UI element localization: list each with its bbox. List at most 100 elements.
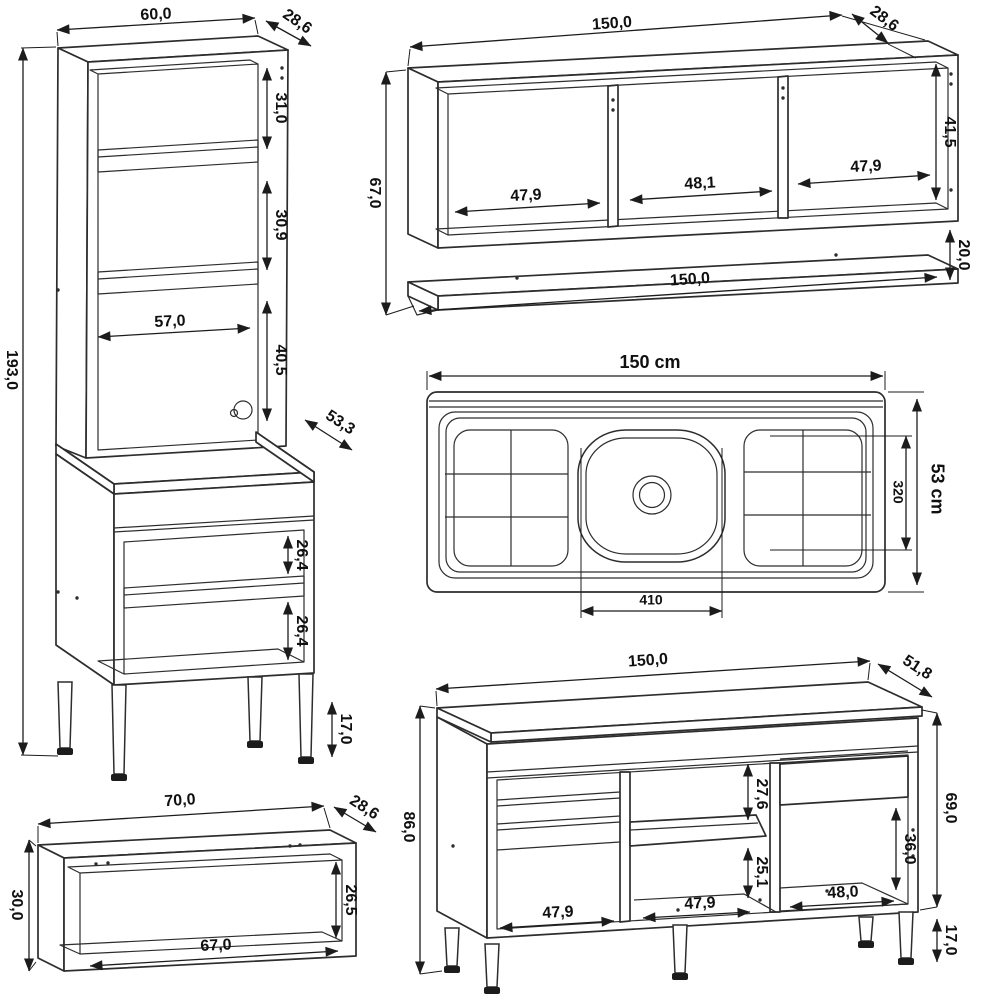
dim-wall-section-middle: 48,1 — [629, 174, 773, 205]
dim-sink-width: 150 cm — [426, 352, 886, 390]
base-middle-shelf — [629, 814, 767, 847]
base-counter-left-end — [436, 707, 492, 743]
dim-low-inner-height: 26,5 — [330, 861, 359, 939]
dim-tall-inner-width: 57,0 — [97, 312, 251, 342]
dim-label-base-section-middle: 47,9 — [684, 894, 716, 913]
dim-label-low-depth: 28,6 — [346, 792, 381, 823]
dim-wall-inner-height: 41,5 — [930, 63, 958, 201]
dim-label-wall-shelf-gap: 20,0 — [955, 239, 972, 270]
base-rail-lines — [486, 745, 919, 779]
dim-label-tall-top-section: 31,0 — [272, 92, 289, 123]
base-drawer-rail — [779, 750, 909, 760]
dim-tall-height: 193,0 — [3, 46, 59, 757]
dim-label-tall-height: 193,0 — [3, 350, 20, 390]
base-drawer-front — [779, 755, 909, 806]
sink-drain-outer-icon — [632, 475, 672, 515]
tall-cabinet-drawing: 60,0 28,6 193,0 31,0 30,9 57,0 40,5 — [3, 5, 358, 781]
dim-tall-middle-section: 30,9 — [261, 180, 289, 271]
tall-foot-front-left — [111, 774, 127, 781]
dim-base-height: 86,0 — [400, 705, 443, 975]
tall-leg-back-right — [247, 676, 263, 742]
tall-base-left-side — [55, 453, 115, 686]
dim-wall-section-left: 47,9 — [454, 186, 601, 217]
dim-label-tall-leg-height: 17,0 — [337, 713, 354, 744]
dim-label-tall-depth: 28,6 — [279, 6, 314, 38]
dim-label-wall-section-middle: 48,1 — [684, 174, 716, 193]
dim-label-sink-depth: 53 cm — [927, 463, 947, 514]
dim-label-sink-bowl-width: 320 — [890, 480, 906, 504]
base-leg-front-right — [898, 911, 914, 959]
dim-low-inner-width: 67,0 — [89, 936, 339, 971]
base-leg-middle — [672, 924, 688, 974]
dim-label-base-drawer-open-gap: 36,0 — [901, 833, 918, 864]
dim-tall-counter-depth: 53,3 — [304, 407, 358, 451]
dim-wall-shelf-gap: 20,0 — [944, 229, 972, 281]
dim-base-mid-bottom-gap: 25,1 — [742, 847, 770, 899]
low-left-side — [37, 844, 65, 972]
base-leg-back-left — [444, 927, 460, 967]
dim-label-low-inner-height: 26,5 — [342, 884, 359, 915]
low-cabinet-drawing: 70,0 28,6 30,0 26,5 67,0 — [8, 791, 382, 972]
dim-label-base-section-left: 47,9 — [542, 903, 574, 922]
tall-hutch-left-side — [55, 47, 89, 459]
dim-sink-bowl-width: 320 — [770, 435, 912, 551]
dim-wall-height: 67,0 — [366, 69, 415, 316]
dim-label-sink-width: 150 cm — [619, 352, 680, 372]
dim-wall-section-right: 47,9 — [797, 157, 931, 189]
base-foot-front-left — [484, 987, 500, 994]
sink-bowl-inner — [585, 437, 718, 555]
dim-label-wall-width: 150,0 — [591, 14, 632, 34]
dim-label-wall-inner-height: 41,5 — [941, 116, 958, 147]
tall-leg-back-left — [57, 681, 73, 749]
dim-tall-depth: 28,6 — [265, 6, 315, 47]
dim-label-low-width: 70,0 — [164, 791, 196, 810]
tall-foot-back-right — [247, 741, 263, 748]
dim-tall-width: 60,0 — [56, 5, 259, 47]
tall-base-shelf — [123, 575, 305, 609]
dim-label-tall-width: 60,0 — [140, 5, 172, 24]
dim-label-base-mid-bottom-gap: 25,1 — [753, 856, 770, 887]
tall-hutch-front-face — [85, 49, 289, 459]
dim-base-drawer-open-gap: 36,0 — [890, 807, 918, 891]
dim-label-low-height: 30,0 — [8, 889, 25, 920]
dim-label-tall-shelf-gap-lower: 26,4 — [293, 615, 310, 646]
wall-cabinet-drawing: 150,0 28,6 67,0 41,5 47,9 48,1 47,9 — [366, 3, 972, 316]
wall-mullion-left — [607, 84, 619, 228]
dim-label-base-depth: 51,8 — [899, 652, 934, 683]
dim-label-wall-height: 67,0 — [366, 177, 383, 208]
dim-base-mid-top-gap: 27,6 — [742, 763, 770, 821]
base-mullion-left — [619, 771, 631, 923]
dim-tall-shelf-gap-lower: 26,4 — [282, 601, 310, 661]
sink-drainboard-right — [743, 429, 871, 567]
sink-drawing: 150 cm 53 cm 320 410 — [426, 352, 947, 618]
dim-sink-bowl-length: 410 — [580, 448, 723, 618]
sink-inner-outline-2 — [445, 417, 867, 573]
tall-base-drawer-lines — [113, 515, 315, 533]
base-cabinet-drawing: 150,0 51,8 86,0 27,6 25,1 36,0 69,0 — [400, 651, 959, 994]
dim-base-body-height: 69,0 — [919, 709, 959, 911]
dim-label-tall-counter-depth: 53,3 — [322, 407, 357, 438]
dim-label-low-inner-width: 67,0 — [200, 936, 232, 955]
low-front-face — [63, 842, 357, 972]
dim-label-base-mid-top-gap: 27,6 — [753, 778, 770, 809]
base-leg-front-left — [484, 943, 500, 988]
tall-shelf-middle — [97, 261, 259, 295]
dim-tall-top-section: 31,0 — [261, 67, 289, 150]
tall-leg-front-left — [111, 684, 127, 775]
base-foot-middle — [672, 973, 688, 980]
tall-foot-back-left — [57, 748, 73, 755]
dim-base-section-left: 47,9 — [499, 903, 615, 933]
sink-rim-lines — [429, 400, 883, 408]
dim-low-height: 30,0 — [8, 839, 37, 972]
sink-drainboard-left — [445, 429, 569, 567]
dim-label-tall-bottom-section: 40,5 — [272, 344, 289, 375]
dim-label-wall-section-right: 47,9 — [850, 157, 882, 176]
base-leg-back-right — [858, 916, 874, 942]
dim-low-depth: 28,6 — [333, 792, 382, 833]
dim-base-width: 150,0 — [435, 651, 871, 707]
wall-mullion-right — [777, 75, 789, 219]
dim-low-width: 70,0 — [37, 791, 331, 843]
base-foot-back-right — [858, 941, 874, 948]
